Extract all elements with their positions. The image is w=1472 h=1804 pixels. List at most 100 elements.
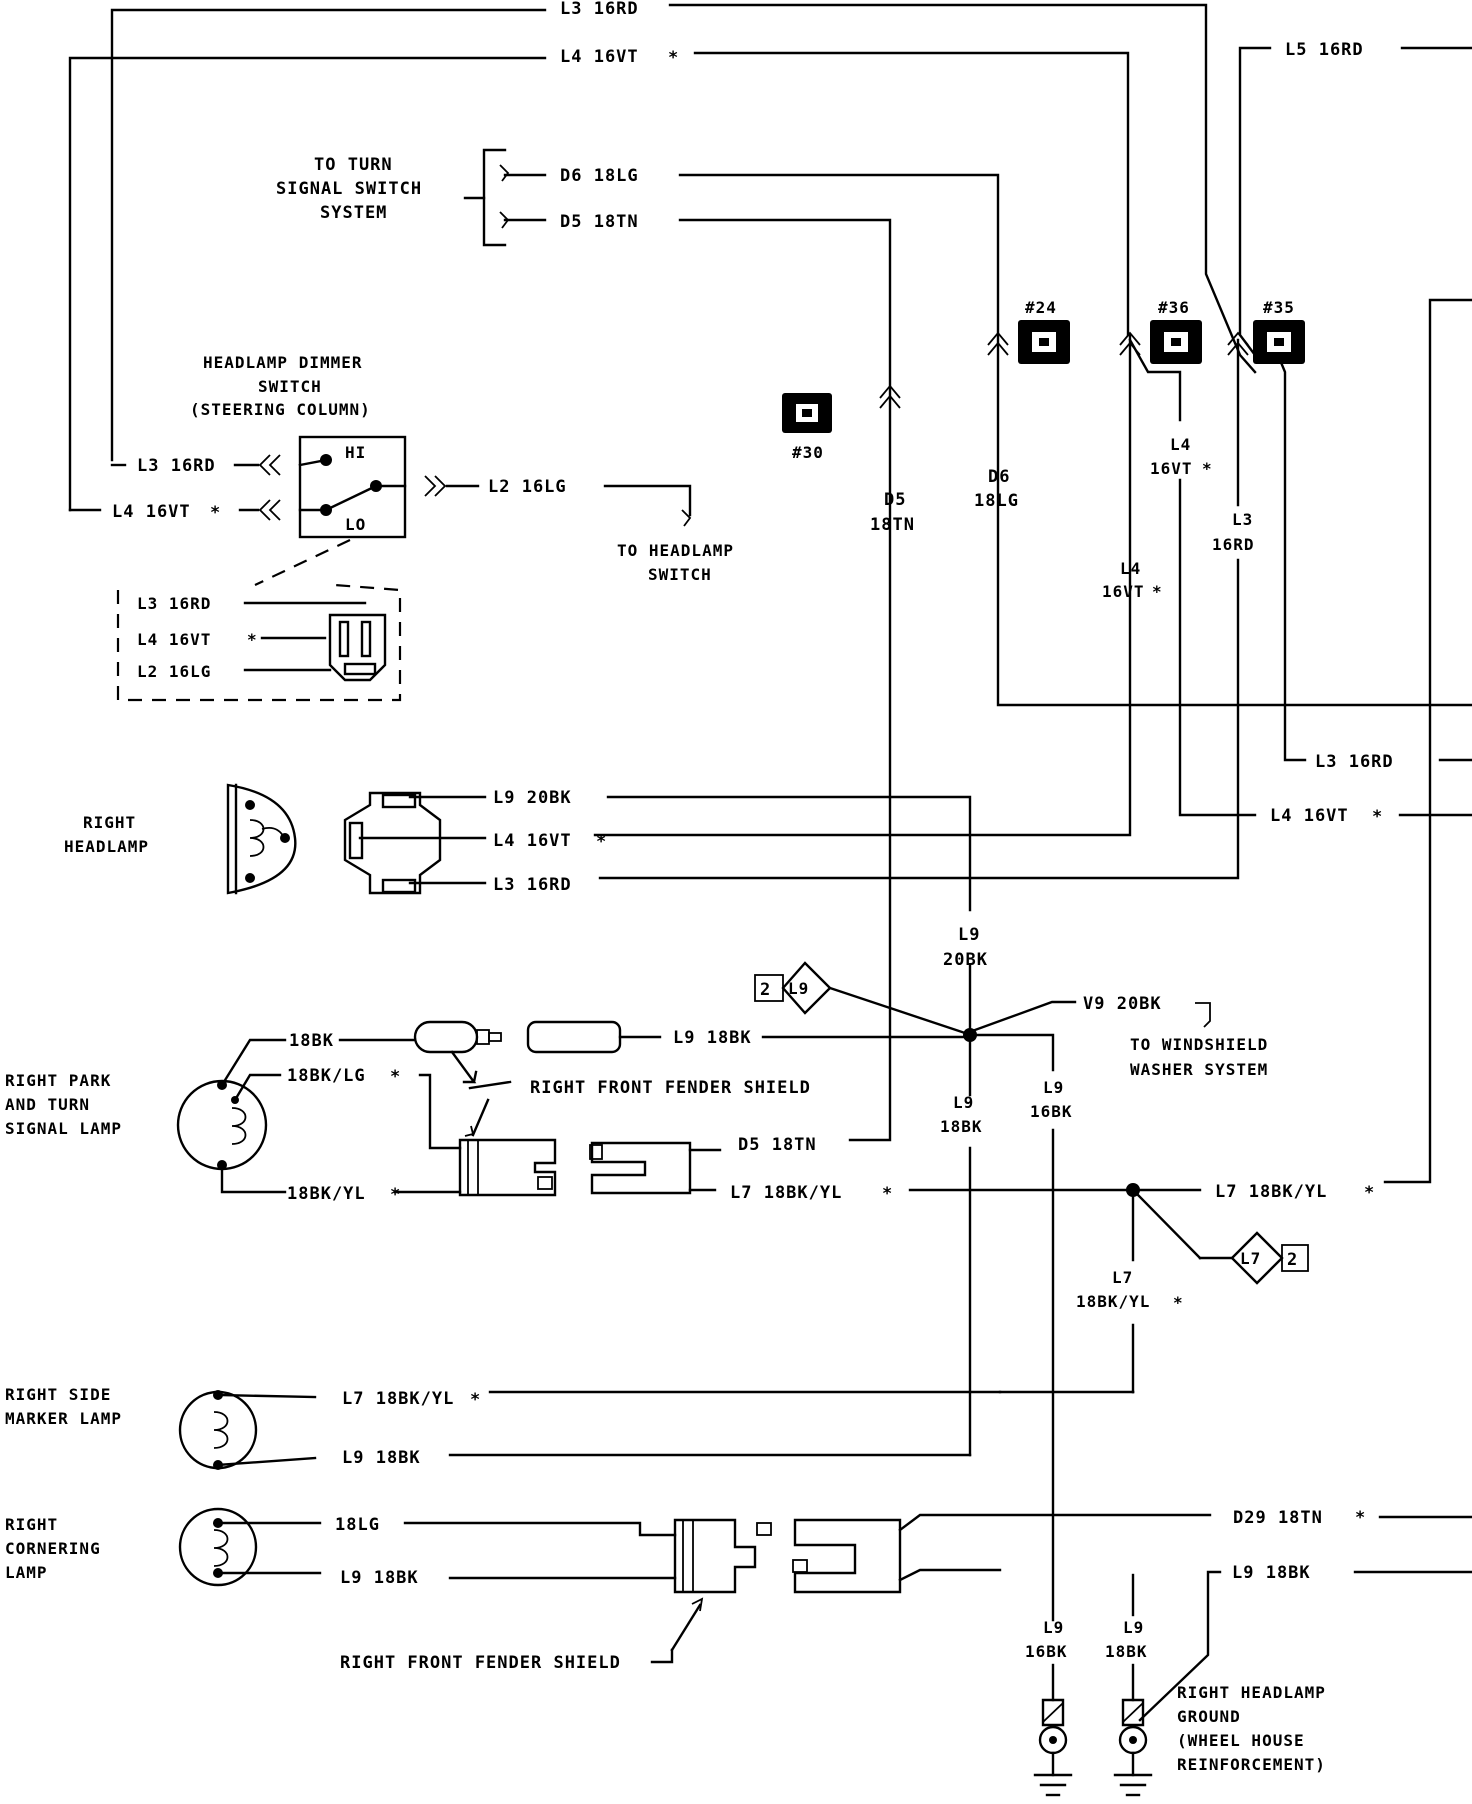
dimmer-connector-view: L3 16RD L4 16VT * L2 16LG [116,539,402,702]
star-mark: * [1372,807,1383,827]
connector-label: #36 [1158,298,1190,317]
wire-label: 16RD [1212,535,1255,554]
star-mark: * [390,1185,401,1205]
wire-label: D5 [884,490,906,510]
wire-label: L3 16RD [493,875,572,895]
wire-label: 18BK/LG [287,1066,366,1086]
wire-label: L5 16RD [1285,40,1364,60]
splice-id: L7 [1240,1249,1261,1268]
wire-label: 18BK [940,1117,983,1136]
wire-label: 18BK/YL [1076,1292,1150,1311]
wire-label: L4 16VT [493,831,572,851]
label-line: REINFORCEMENT) [1177,1755,1326,1774]
splice-id: L9 [788,979,809,998]
star-mark: * [390,1067,401,1087]
label-line: TO HEADLAMP [617,541,734,560]
star-mark: * [1364,1183,1375,1203]
wire-label: L9 [1043,1618,1064,1637]
star-mark: * [882,1184,893,1204]
fender-shield-label: RIGHT FRONT FENDER SHIELD [340,1653,621,1673]
wire-label: 16BK [1025,1642,1068,1661]
wire-label: L4 16VT [137,630,211,649]
label-line: SWITCH [648,565,712,584]
wire-label: L4 16VT [112,502,191,522]
label-line: TO TURN [314,155,393,175]
label-line: SIGNAL SWITCH [276,179,422,199]
wire-label: L7 18BK/YL [730,1183,842,1203]
wire-l4-vert1: L4 16VT * [593,331,1182,837]
label-line: SIGNAL LAMP [5,1119,122,1138]
label-line: RIGHT SIDE [5,1385,111,1404]
connector-30: #30 [782,393,832,462]
dimmer-wires: L3 16RD L4 16VT * L2 16LG TO HEADLAMP SW… [68,456,734,584]
label-line: LAMP [5,1563,48,1582]
label-line: RIGHT [5,1515,58,1534]
right-headlamp: RIGHT HEADLAMP [64,783,297,895]
label-line: HEADLAMP DIMMER [203,353,363,372]
wire-label: L2 16LG [488,477,567,497]
wire-label: L9 18BK [342,1448,421,1468]
wire-label: 18BK [289,1031,334,1051]
wire-label: L9 [1123,1618,1144,1637]
connector-36: #36 [1150,298,1202,364]
wire-d29: D29 18TN * [1233,1508,1472,1528]
wire-label: 20BK [943,950,988,970]
headlamp-connector: L9 20BK L4 16VT * L3 16RD [343,788,607,895]
wire-label: L7 18BK/YL [342,1389,454,1409]
wire-label: L3 [1232,510,1253,529]
star-mark: * [596,832,607,852]
wire-label: L4 16VT [560,47,639,67]
wire-l9-18bk-vert: L9 18BK [448,1093,983,1457]
wire-label: L2 16LG [137,662,211,681]
star-mark: * [210,503,221,523]
wire-label: L9 18BK [340,1568,419,1588]
wire-label: 18TN [870,515,915,535]
wire-label: L9 [1043,1078,1064,1097]
label-line: RIGHT [83,813,136,832]
wire-d6: D6 18LG D6 18LG [560,166,1472,707]
fender-shield-connectors-1: L9 18BK RIGHT FRONT FENDER SHIELD D5 18T… [338,1020,965,1204]
wire-l3-vert: L3 16RD L3 16RD [598,331,1472,880]
wire-label: D5 18TN [560,212,639,232]
label-line: RIGHT HEADLAMP [1177,1683,1326,1702]
label-line: AND TURN [5,1095,90,1114]
wire-l9-18bk-right: L9 18BK [1138,1563,1472,1722]
wire-label: L4 [1120,559,1141,578]
wire-l7-main: L7 18BK/YL * L7 18BK/YL * [908,1182,1375,1394]
fender-shield-label: RIGHT FRONT FENDER SHIELD [530,1078,811,1098]
label-line: GROUND [1177,1707,1241,1726]
wire-label: L9 [958,925,980,945]
wire-v9: V9 20BK TO WINDSHIELD WASHER SYSTEM [973,994,1267,1079]
dimmer-hi: HI [345,443,366,462]
wire-label: 18LG [974,491,1019,511]
star-mark: * [470,1390,481,1410]
wire-label: L3 16RD [137,594,211,613]
side-marker-lamp: RIGHT SIDE MARKER LAMP L7 18BK/YL * L9 1… [5,1385,1002,1470]
fender-shield-connectors-2: RIGHT FRONT FENDER SHIELD [340,1513,1212,1673]
wire-label: D6 [988,467,1010,487]
wire-label: L9 18BK [1232,1563,1311,1583]
label-line: MARKER LAMP [5,1409,122,1428]
wire-label: L9 [953,1093,974,1112]
wire-right-edge [1383,298,1472,1184]
wire-l4-vert2: L4 16VT * L4 16VT * [1150,435,1472,827]
wire-label: 16VT [1102,582,1145,601]
wire-label: L3 16RD [137,456,216,476]
ground-left: L9 16BK [1025,1618,1073,1797]
star-mark: * [1152,582,1163,601]
wire-label: L7 18BK/YL [1215,1182,1327,1202]
wire-label: 18LG [335,1515,380,1535]
label-line: (WHEEL HOUSE [1177,1731,1305,1750]
wire-label: 16VT [1150,459,1193,478]
dimmer-switch: HEADLAMP DIMMER SWITCH (STEERING COLUMN)… [190,353,480,539]
star-mark: * [1202,459,1213,478]
wire-label: L9 20BK [493,788,572,808]
wire-label: L3 16RD [1315,752,1394,772]
wire-l9-16bk-vert: L9 16BK [968,1033,1072,1622]
cornering-lamp: RIGHT CORNERING LAMP 18LG L9 18BK [5,1507,419,1588]
wire-label: L9 18BK [673,1028,752,1048]
wire-d5: D5 18TN D5 18TN [560,212,915,1142]
right-park-lamp: RIGHT PARK AND TURN SIGNAL LAMP 18BK 18B… [5,1031,401,1205]
